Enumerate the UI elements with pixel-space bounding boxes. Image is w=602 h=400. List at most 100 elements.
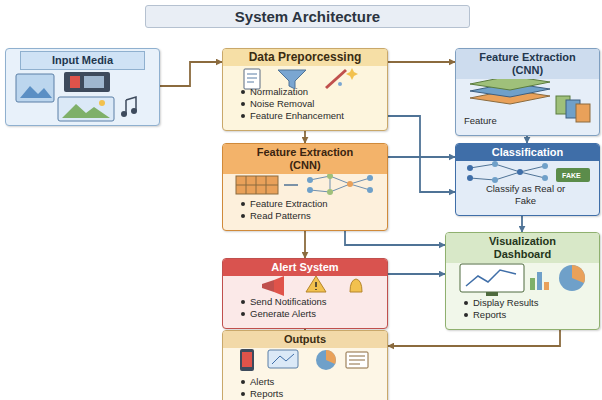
classifier-icon-part [467,165,473,171]
connector-arrow [388,156,455,158]
media-icons [16,72,137,121]
feature-grid-icon-part [284,184,298,186]
connector-arrow [160,62,222,86]
bullet-text: Feature Enhancement [250,110,344,122]
media-icons-part [131,108,137,114]
process-box: Feature Extraction (CNN)Feature [455,48,600,136]
bullet-text: Alerts [250,376,274,388]
connector-arrow [388,61,455,63]
feature-grid-icon-part [367,175,373,181]
box-heading: Outputs [223,331,387,348]
output-icons-part [326,350,336,364]
output-icons-part [272,354,294,364]
box-body: Send NotificationsGenerate Alerts [223,276,387,323]
preprocessing-icons-part [346,68,358,80]
box-heading: Feature Extraction (CNN) [223,144,387,174]
media-icons-part [58,97,114,121]
process-box: Data PreporcessingNormalizationNoise Rem… [222,48,388,131]
dashboard-icon-part [559,265,585,291]
classifier-icon-part [470,164,545,180]
dashboard-icon-part [530,278,535,290]
box-body: Display ResultsReports [446,263,599,324]
badge-label: FAKE [562,171,581,180]
bullet-text: Normalization [250,86,308,98]
preprocessing-icons-part [247,74,257,82]
process-box: Feature Extraction (CNN)Feature Extracti… [222,143,388,231]
preprocessing-icons-part [244,69,260,89]
classifier-icon [467,161,590,183]
feature-grid-icon-part [310,176,370,192]
connector-arrow [388,116,455,192]
output-icons-part [240,349,254,371]
bullet-dot [241,312,245,316]
bullet-dot [241,392,245,396]
output-icons-part [346,352,368,368]
dashboard-icon-part [486,292,498,296]
box-heading: Classification [456,144,599,161]
diagram-title: System Architecture [145,5,470,28]
media-icons-part [62,104,110,118]
box-body: Classify as Real or Fake [456,161,599,210]
classifier-icon-part [556,168,590,182]
feature-grid-icon-part [347,181,353,187]
bullet-row: Feature Extraction [241,198,383,210]
box-heading: Data Preporcessing [223,49,387,66]
classifier-icon-part [492,161,498,167]
bullet-dot [241,202,245,206]
connector-arrow [388,273,445,275]
feature-grid-icon-part [307,177,313,183]
process-box: Visualization DashboardDisplay ResultsRe… [445,232,600,330]
text-line: Classify as Real or Fake [476,183,576,207]
bullet-row: Display Results [464,297,595,309]
feature-grid-icon-part [327,173,333,179]
dashboard-icon-part [460,264,524,292]
box-heading: Input Media [20,51,145,70]
box-body: Feature ExtractionRead Patterns [223,174,387,225]
output-icons-part [349,356,365,364]
dashboard-icon-part [537,272,542,290]
preprocessing-icons-part [326,70,346,88]
bullet-dot [241,102,245,106]
feature-grid-icon-part [307,187,313,193]
process-box: ClassificationClassify as Real or Fake [455,143,600,216]
process-box: OutputsAlertsReports [222,330,388,400]
dashboard-icon-part [572,265,585,283]
bullet-text: Read Patterns [250,210,311,222]
classifier-icon-part [492,177,498,183]
bullet-row: Read Patterns [241,210,383,222]
preprocessing-icons [244,68,358,89]
media-icons-part [126,97,136,114]
alert-icons-part [274,276,284,296]
bullet-text: Feature Extraction [250,198,328,210]
output-icons-part [316,350,336,370]
bullet-dot [241,214,245,218]
cnn-layers-icon-part [470,90,550,104]
classifier-icon-part [542,175,548,181]
media-icons-part [84,76,104,88]
bullet-text: Reports [250,388,283,400]
box-heading: Visualization Dashboard [446,233,599,263]
bullet-row: Noise Removal [241,98,383,110]
output-icons-part [242,352,252,367]
bullet-dot [241,90,245,94]
bullet-dot [241,380,245,384]
alert-icons-part [350,279,362,292]
bullet-dot [241,300,245,304]
cnn-layers-icon-part [576,104,590,122]
alert-icons-part [262,280,274,292]
feature-grid-icon-part [327,189,333,195]
alert-icons-part [306,276,326,292]
cnn-layers-icon-part [470,83,550,97]
alert-icons [262,276,362,296]
bullet-row: Generate Alerts [241,308,383,320]
bullet-row: Feature Enhancement [241,110,383,122]
media-icons-part [99,100,105,106]
bullet-row: Normalization [241,86,383,98]
connector-arrow [304,231,306,258]
connector-arrow [526,136,528,143]
feature-grid-icon-part [236,176,278,194]
connector-arrow [345,231,445,245]
body-text: Classify as Real or Fake [486,183,565,206]
classifier-icon-part [517,169,523,175]
bullet-dot [464,301,468,305]
